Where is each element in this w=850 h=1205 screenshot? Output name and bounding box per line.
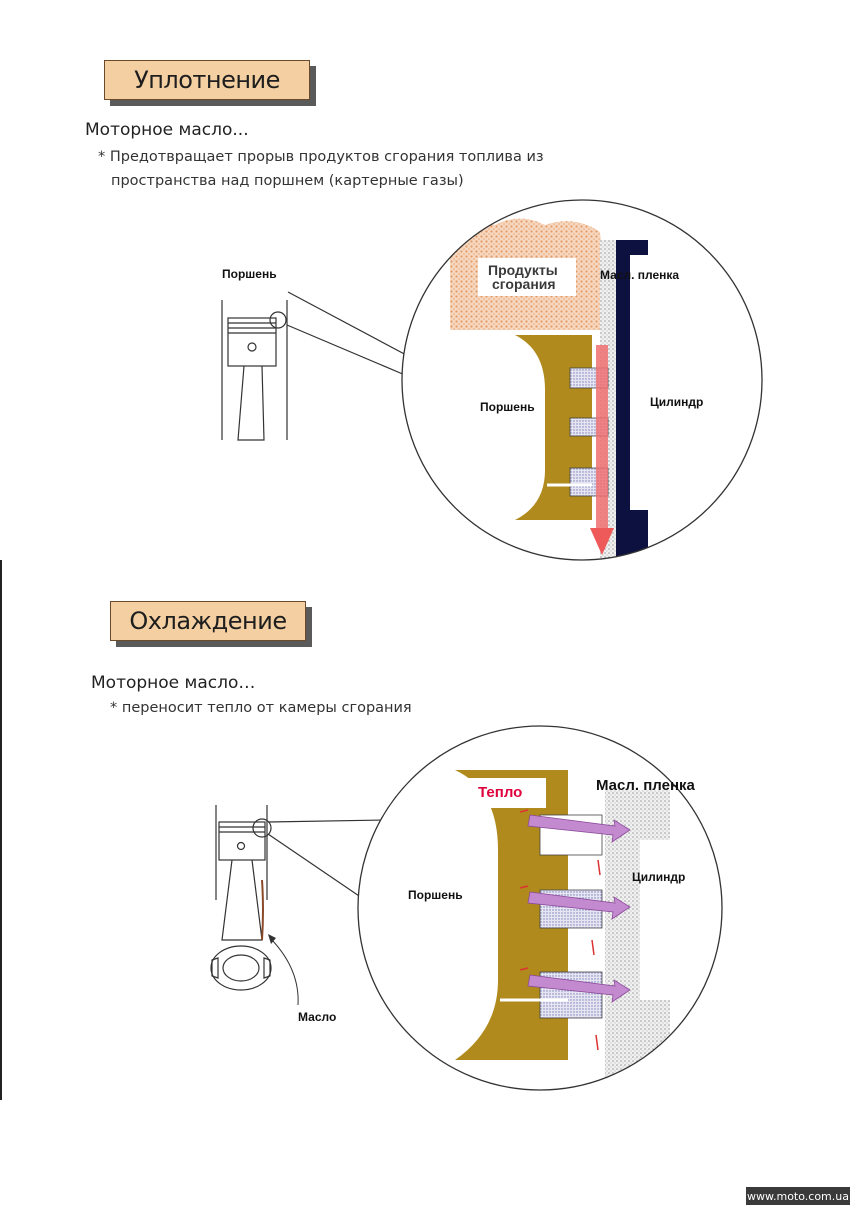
- small-piston-label: Поршень: [222, 267, 277, 281]
- cooling-magnified-view: [358, 726, 722, 1090]
- conrod-sketch: [210, 805, 272, 991]
- cooling-piston-label: Поршень: [408, 888, 463, 902]
- cooling-heading: Охлаждение: [110, 601, 306, 641]
- cooling-intro: Моторное масло…: [91, 673, 256, 693]
- heat-label: Тепло: [478, 784, 523, 801]
- cooling-oil-film-label: Масл. пленка: [596, 777, 695, 794]
- site-watermark: www.moto.com.ua: [746, 1187, 850, 1205]
- sealing-description-line1: * Предотвращает прорыв продуктов сгорани…: [98, 149, 544, 165]
- oil-label: Масло: [298, 1010, 337, 1024]
- combustion-products-label-line1: Продукты: [488, 262, 558, 278]
- cooling-description: * переносит тепло от камеры сгорания: [110, 700, 412, 716]
- oil-film-label: Масл. пленка: [600, 268, 680, 282]
- cylinder-label: Цилиндр: [650, 395, 704, 409]
- cooling-cylinder-label: Цилиндр: [632, 870, 686, 884]
- piston-label: Поршень: [480, 400, 535, 414]
- sealing-description-line2: пространства над поршнем (картерные газы…: [111, 173, 464, 189]
- combustion-products-label-line2: сгорания: [492, 276, 556, 292]
- small-piston-sketch: [221, 300, 288, 441]
- sealing-magnified-view: [402, 200, 762, 560]
- sealing-heading: Уплотнение: [104, 60, 310, 100]
- page-edge-rule: [0, 560, 2, 1100]
- sealing-intro: Моторное масло...: [85, 120, 249, 140]
